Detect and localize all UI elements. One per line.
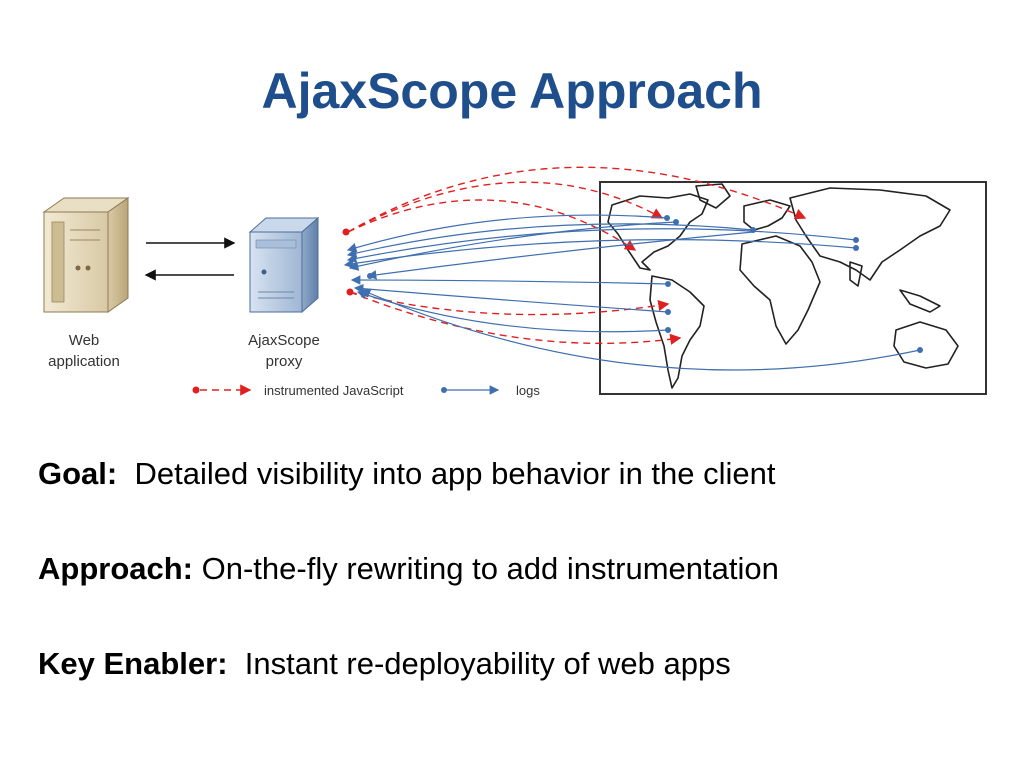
- legend-logs-label: logs: [516, 383, 540, 398]
- web-app-label-line2: application: [48, 353, 120, 370]
- bullet-text: Detailed visibility into app behavior in…: [134, 456, 776, 491]
- bullet-key-enabler: Key Enabler: Instant re-deployability of…: [38, 640, 998, 688]
- bullet-goal: Goal: Detailed visibility into app behav…: [38, 450, 998, 498]
- web-app-label-line1: Web: [69, 332, 100, 349]
- slide-title: AjaxScope Approach: [261, 63, 763, 119]
- bullet-text: On-the-fly rewriting to add instrumentat…: [201, 551, 779, 586]
- proxy-label-line2: proxy: [266, 353, 303, 370]
- bullet-approach: Approach: On-the-fly rewriting to add in…: [38, 545, 998, 593]
- bullet-text: Instant re-deployability of web apps: [244, 646, 731, 681]
- log-origin-dots: [367, 215, 923, 353]
- proxy-label-line1: AjaxScope: [248, 332, 320, 349]
- instrumented-origin-dot-2: [346, 288, 354, 296]
- bullet-term: Approach:: [38, 551, 193, 586]
- bullet-term: Goal:: [38, 456, 118, 491]
- bullet-term: Key Enabler:: [38, 646, 228, 681]
- world-map: [599, 181, 987, 395]
- legend: instrumented JavaScript logs: [192, 383, 540, 398]
- architecture-diagram: Web application AjaxScope proxy: [42, 166, 987, 398]
- instrumented-origin-dot: [342, 228, 350, 236]
- legend-instrumented-label: instrumented JavaScript: [264, 383, 404, 398]
- log-arrows: [343, 214, 921, 371]
- web-server-icon: [42, 197, 130, 313]
- proxy-server-icon: [248, 216, 320, 314]
- bullet-list: Goal: Detailed visibility into app behav…: [38, 450, 998, 688]
